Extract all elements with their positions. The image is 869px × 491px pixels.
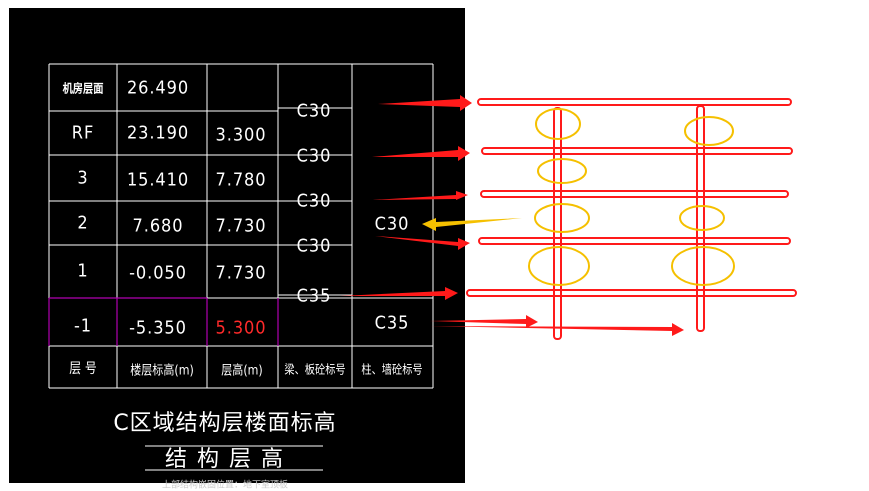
table-grid (48, 63, 434, 471)
red-arrow (372, 146, 470, 161)
joint-circle (528, 246, 590, 286)
floor-cell-rf: RF (71, 122, 95, 144)
beam-1 (466, 289, 797, 297)
yellow-arrow (422, 218, 522, 231)
red-arrow (430, 315, 538, 328)
red-arrow (430, 323, 684, 336)
beam-rf (481, 147, 793, 155)
beam-grade-label: C30 (296, 190, 332, 212)
elevation-cell: 15.410 (126, 169, 190, 191)
height-cell: 7.730 (215, 262, 267, 284)
height-cell: 3.300 (215, 124, 267, 146)
beam-grade-label: C30 (296, 235, 332, 257)
elevation-cell: -0.050 (129, 262, 187, 284)
beam-roof-machine (477, 98, 792, 106)
drawing-title: C区域结构层楼面标高 (113, 411, 337, 436)
header-column-grade: 柱、墙砼标号 (361, 362, 423, 377)
header-floor: 层 号 (69, 361, 97, 377)
height-cell-highlighted: 5.300 (215, 317, 267, 339)
red-arrow (375, 236, 470, 250)
column-grade-label: C30 (374, 213, 410, 235)
joint-circle (671, 246, 735, 286)
floor-cell-1: 1 (77, 260, 89, 282)
red-arrow (340, 287, 458, 300)
column-right (696, 105, 705, 332)
joint-circle (537, 158, 587, 184)
height-cell: 7.730 (215, 215, 267, 237)
red-arrow (372, 191, 468, 200)
red-arrow (378, 95, 472, 111)
beam-grade-label: C35 (296, 285, 332, 307)
beam-3 (480, 190, 789, 198)
elevation-cell: -5.350 (129, 317, 187, 339)
header-height: 层高(m) (221, 363, 263, 379)
beam-2 (478, 237, 791, 245)
elevation-cell: 26.490 (126, 77, 190, 99)
elevation-cell: 7.680 (132, 215, 184, 237)
elevation-cell: 23.190 (126, 122, 190, 144)
joint-circle (679, 205, 725, 231)
floor-cell-minus1: -1 (74, 315, 92, 337)
floor-cell-roof-machine: 机房层面 (62, 81, 104, 96)
beam-grade-label: C30 (296, 100, 332, 122)
column-grade-label: C35 (374, 312, 410, 334)
cad-drawing-panel: 机房层面 RF 3 2 1 -1 26.490 23.190 15.410 7.… (9, 8, 465, 491)
column-left (553, 107, 562, 340)
joint-circle (534, 203, 590, 233)
height-cell: 7.780 (215, 169, 267, 191)
joint-circle (535, 108, 581, 140)
drawing-subtitle: 结构层高 (164, 447, 294, 472)
beam-grade-label: C30 (296, 145, 332, 167)
joint-circle (684, 116, 734, 146)
header-elevation: 楼层标高(m) (130, 363, 194, 379)
floor-cell-3: 3 (77, 167, 89, 189)
header-beam-grade: 梁、板砼标号 (284, 362, 346, 377)
floor-cell-2: 2 (77, 212, 89, 234)
